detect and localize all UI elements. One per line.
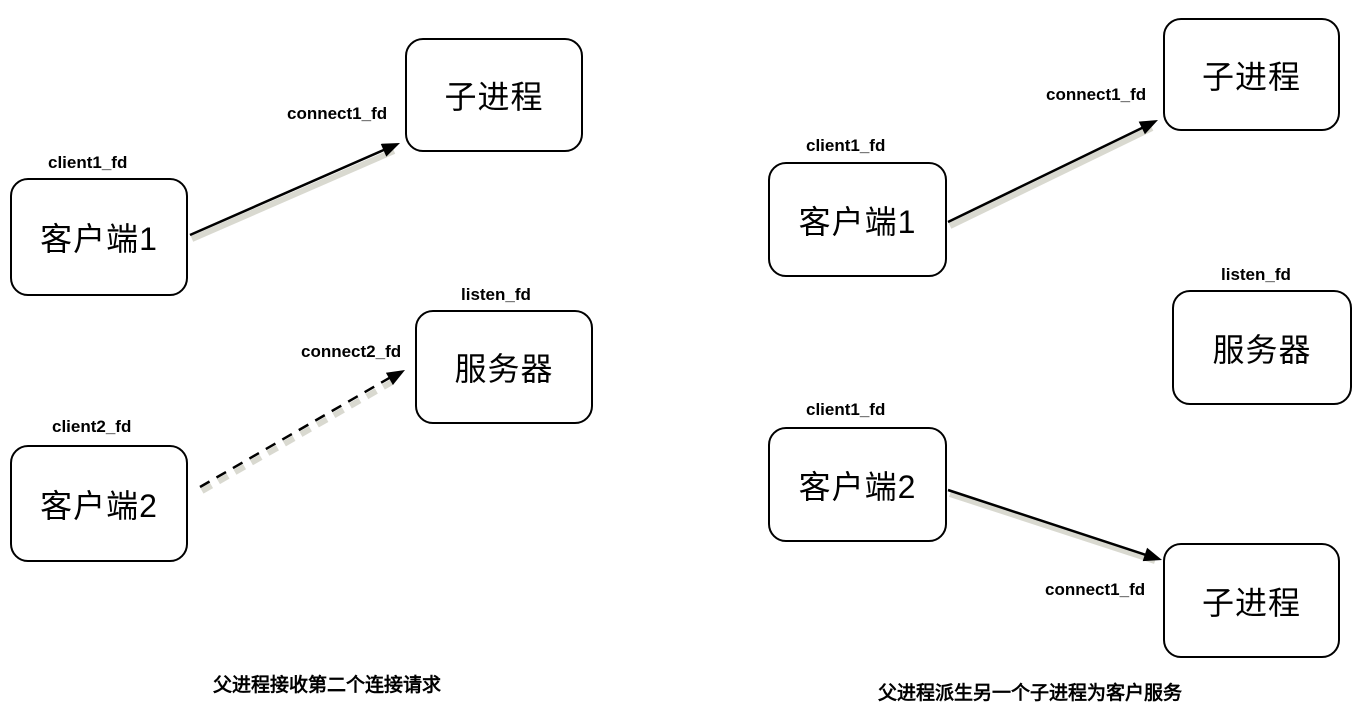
- node-right-client2-label: 客户端2: [798, 468, 917, 505]
- label-right-client1-fd-bottom: client1_fd: [806, 400, 886, 419]
- arrow-left-client1-to-child: [189, 143, 400, 237]
- node-left-client1-label: 客户端1: [40, 221, 158, 257]
- arrow-left-client2-to-server-dashed: [199, 370, 405, 489]
- node-left-child-process: 子进程: [405, 38, 583, 152]
- node-right-client1-label: 客户端1: [798, 203, 917, 240]
- label-left-client2-fd: client2_fd: [52, 417, 132, 436]
- node-left-server: 服务器: [415, 310, 593, 424]
- arrow-right-client1-to-childtop: [947, 120, 1158, 224]
- caption-right: 父进程派生另一个子进程为客户服务: [877, 683, 1182, 704]
- label-right-connect1-fd-bottom: connect1_fd: [1045, 580, 1146, 599]
- node-right-child-process-bottom: 子进程: [1163, 543, 1340, 658]
- label-right-listen-fd: listen_fd: [1221, 265, 1291, 284]
- label-left-client1-fd: client1_fd: [48, 153, 128, 172]
- node-left-server-label: 服务器: [454, 351, 554, 387]
- node-right-server: 服务器: [1172, 290, 1352, 405]
- node-right-server-label: 服务器: [1212, 331, 1312, 368]
- node-right-client2: 客户端2: [768, 427, 947, 542]
- label-left-connect2-fd: connect2_fd: [301, 342, 402, 361]
- arrow-right-client2-to-childbottom: [947, 488, 1162, 562]
- label-right-connect1-fd-top: connect1_fd: [1046, 85, 1147, 104]
- node-left-client2: 客户端2: [10, 445, 188, 562]
- node-left-client2-label: 客户端2: [40, 487, 158, 524]
- node-right-child-process-top-label: 子进程: [1201, 58, 1301, 95]
- caption-left: 父进程接收第二个连接请求: [212, 675, 441, 696]
- node-left-client1: 客户端1: [10, 178, 188, 296]
- label-right-client1-fd-top: client1_fd: [806, 136, 886, 155]
- label-left-connect1-fd: connect1_fd: [287, 104, 388, 123]
- node-right-client1: 客户端1: [768, 162, 947, 277]
- node-right-child-process-top: 子进程: [1163, 18, 1340, 131]
- label-left-listen-fd: listen_fd: [461, 285, 531, 304]
- node-left-child-process-label: 子进程: [444, 79, 544, 115]
- node-right-child-process-bottom-label: 子进程: [1201, 584, 1301, 621]
